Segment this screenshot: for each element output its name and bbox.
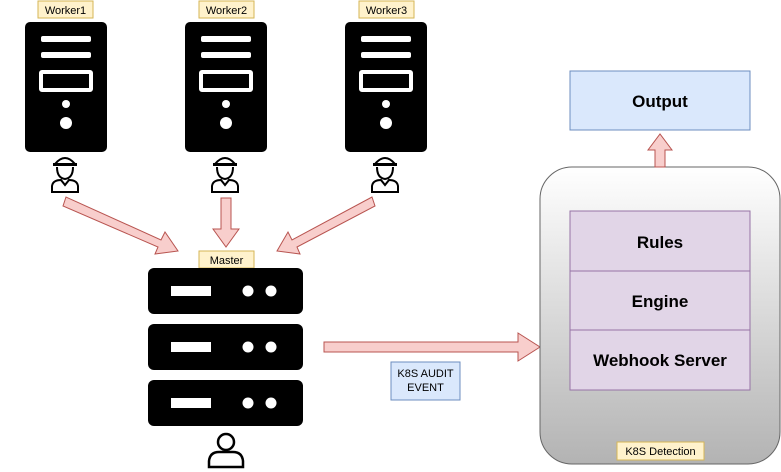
master: Master — [148, 250, 303, 469]
tower-server-icon — [25, 22, 107, 152]
worker1-label: Worker1 — [45, 5, 86, 17]
arrow-worker3-to-master — [276, 196, 376, 255]
rack-server-icon — [148, 268, 303, 426]
worker2-label-box — [198, 0, 255, 19]
audit-event-line1: K8S AUDIT — [397, 368, 454, 380]
engine-box — [569, 270, 751, 331]
detection-container-label: K8S Detection — [625, 446, 695, 458]
k8s-detection: Rules Engine Webhook Server K8S Detectio… — [539, 166, 781, 465]
rules-label: Rules — [637, 233, 683, 252]
worker2: Worker2 — [185, 0, 267, 193]
tower-server-icon — [185, 22, 267, 152]
webhook-server-label: Webhook Server — [593, 351, 727, 370]
engine-label: Engine — [632, 292, 689, 311]
worker1-label-box — [37, 0, 94, 19]
arrow-worker1-to-master — [62, 196, 179, 255]
output: Output — [569, 70, 751, 131]
webhook-server-box — [569, 329, 751, 391]
detection-label-box — [616, 441, 705, 461]
worker3-label-box — [358, 0, 415, 19]
output-label: Output — [632, 92, 688, 111]
user-icon — [207, 432, 245, 469]
output-box — [569, 70, 751, 131]
audit-event-label: K8S AUDIT EVENT — [390, 361, 461, 401]
rules-box — [569, 210, 751, 272]
worker2-label: Worker2 — [206, 5, 247, 17]
tower-server-icon — [345, 22, 427, 152]
worker1: Worker1 — [25, 0, 107, 193]
worker3-label: Worker3 — [366, 5, 407, 17]
arrow-worker2-to-master — [212, 197, 240, 248]
worker-with-helmet-icon — [371, 157, 399, 193]
arrow-master-to-detection — [323, 332, 541, 362]
worker3: Worker3 — [345, 0, 427, 193]
worker-with-helmet-icon — [51, 157, 79, 193]
audit-event-line2: EVENT — [407, 382, 444, 394]
master-label: Master — [210, 255, 244, 267]
worker-with-helmet-icon — [211, 157, 239, 193]
arrow-detection-to-output — [647, 133, 673, 168]
